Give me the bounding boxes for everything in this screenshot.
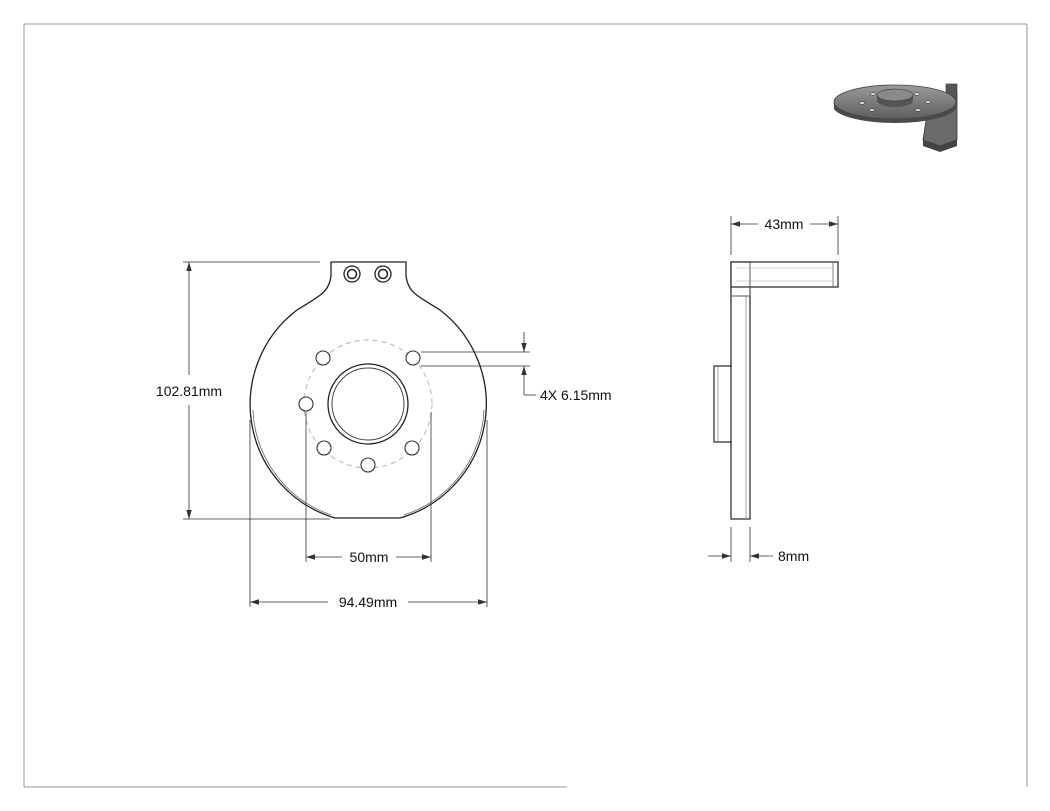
mounting-hole bbox=[315, 350, 331, 366]
center-bore bbox=[327, 363, 409, 445]
dimension-plate-thickness bbox=[708, 527, 773, 562]
dimension-bolt-spacing bbox=[305, 412, 432, 562]
dimension-label-plate-thickness: 8mm bbox=[778, 548, 809, 564]
mounting-hole bbox=[316, 440, 332, 456]
plate-edge-line bbox=[252, 409, 332, 516]
dimension-overall-width bbox=[249, 420, 488, 607]
tab-screws bbox=[343, 265, 392, 283]
front-view bbox=[249, 261, 487, 519]
dimension-overall-height bbox=[183, 261, 330, 520]
dimension-label-overall-height: 102.81mm bbox=[156, 383, 222, 399]
mounting-hole bbox=[298, 396, 314, 412]
side-view-plate bbox=[730, 261, 751, 520]
mounting-hole bbox=[405, 350, 421, 366]
screw-head bbox=[374, 265, 392, 283]
isometric-preview bbox=[833, 83, 958, 152]
dimension-label-arm-length: 43mm bbox=[765, 216, 804, 232]
screw-head bbox=[343, 265, 361, 283]
sheet-border bbox=[23, 23, 1028, 788]
dimension-label-bolt-spacing: 50mm bbox=[350, 549, 389, 565]
side-view-arm bbox=[730, 261, 839, 288]
mounting-holes bbox=[298, 350, 421, 473]
mounting-hole bbox=[360, 457, 376, 473]
dimension-arm-length bbox=[730, 216, 839, 255]
dimension-hole-size bbox=[421, 332, 536, 396]
dimension-label-overall-width: 94.49mm bbox=[339, 594, 397, 610]
side-view-boss bbox=[713, 365, 733, 443]
side-view bbox=[713, 261, 839, 520]
dimension-label-hole-size: 4X 6.15mm bbox=[540, 387, 612, 403]
mounting-hole bbox=[404, 440, 420, 456]
